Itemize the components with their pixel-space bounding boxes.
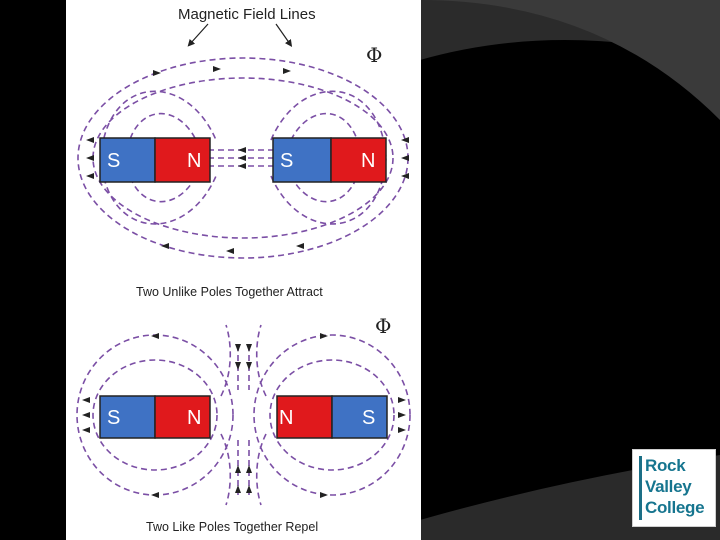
top-magnet-right: S N — [272, 137, 387, 183]
top-right-north-pole — [330, 137, 387, 183]
top-left-south-pole — [99, 137, 156, 183]
bottom-right-north-label: N — [279, 407, 293, 429]
bottom-magnet-left: S N — [99, 395, 211, 439]
bottom-arrowheads — [82, 333, 406, 498]
top-left-north-pole — [154, 137, 211, 183]
figure-title: Magnetic Field Lines — [178, 6, 316, 23]
title-pointer-right — [275, 23, 293, 47]
bottom-left-north-pole — [154, 395, 211, 439]
top-left-north-label: N — [187, 150, 201, 172]
phi-symbol-bottom: Φ — [375, 314, 391, 338]
bottom-magnet-right: N S — [276, 395, 388, 439]
top-right-south-pole — [272, 137, 332, 183]
top-left-south-label: S — [107, 150, 120, 172]
logo-line-college: College — [645, 498, 705, 517]
bottom-right-south-pole — [331, 395, 388, 439]
rock-valley-college-logo: Rock Valley College — [632, 449, 716, 527]
bottom-left-north-label: N — [187, 407, 201, 429]
bottom-left-south-label: S — [107, 407, 120, 429]
top-right-south-label: S — [280, 150, 293, 172]
bottom-right-south-label: S — [362, 407, 375, 429]
phi-symbol-top: Φ — [366, 43, 382, 67]
top-right-north-label: N — [361, 150, 375, 172]
logo-line-rock: Rock — [645, 456, 686, 475]
top-arrowheads — [86, 66, 409, 254]
title-pointer-left — [187, 23, 209, 47]
logo-line-valley: Valley — [645, 477, 692, 496]
top-magnet-left: S N — [99, 137, 211, 183]
logo-accent-bar — [639, 456, 642, 520]
magnetic-field-figure: Magnetic Field Lines Φ — [66, 0, 421, 540]
bottom-caption: Two Like Poles Together Repel — [146, 520, 318, 534]
top-caption: Two Unlike Poles Together Attract — [136, 285, 323, 299]
